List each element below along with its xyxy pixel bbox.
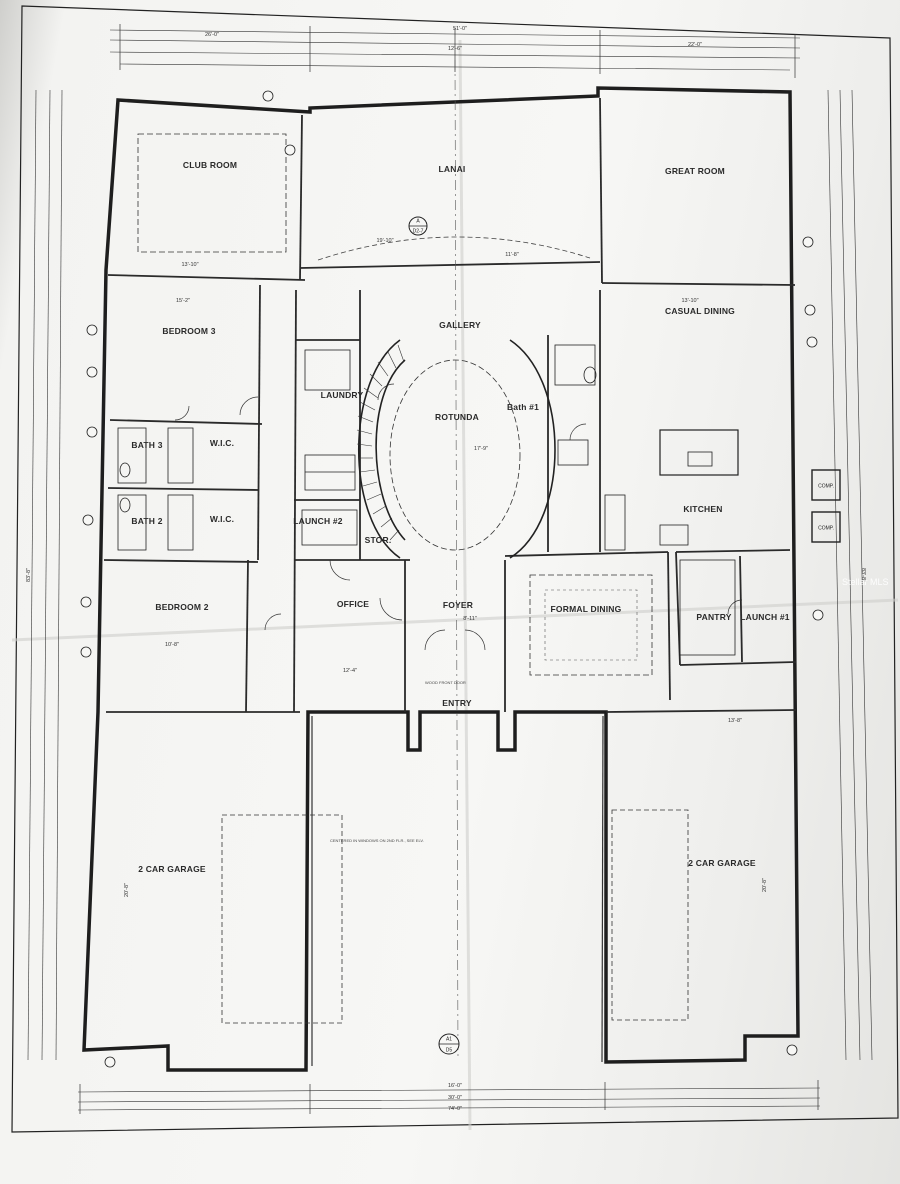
label-bedroom-2: BEDROOM 2 [155,602,208,612]
note-garage: CENTERED IN WINDOWS ON 2ND FLR., SEE ELV… [330,838,424,843]
rotunda-dome-line [389,359,521,551]
club-room-ceiling-line [137,133,287,253]
dim-bottom-center: 30'-0" [448,1095,462,1101]
kitchen-island [659,429,739,476]
comp-label-1: COMP. [818,483,834,489]
label-wic-bottom: W.I.C. [210,514,234,524]
label-launch-2: LAUNCH #2 [293,516,343,526]
label-bedroom-3: BEDROOM 3 [162,326,215,336]
label-casual-dining: CASUAL DINING [665,306,735,316]
lanai-center-axis [454,59,459,1061]
dim-bedroom2-width: 10'-8" [165,642,179,648]
dim-bottom-mid: 16'-0" [448,1083,462,1089]
garage-right-wall [601,715,604,1063]
kitchen-counter [604,494,626,551]
garage-right-door [611,809,689,1021]
dim-garage-left-depth: 20'-8" [124,883,130,897]
dim-lanai-right: 11'-8" [505,252,519,258]
dim-garage-right-depth: 20'-8" [762,878,768,892]
label-great-room: GREAT ROOM [665,166,725,176]
dim-lanai-width: 19'-10" [376,238,393,244]
dim-left-overall: 83'-8" [26,568,32,582]
label-bath-3: BATH 3 [131,440,162,450]
dimension-lines [27,29,873,1111]
label-garage-right: 2 CAR GARAGE [688,858,756,868]
laundry-built-ins [301,349,736,656]
watermark: Stellar MLS [842,574,898,595]
formal-dining-inner [544,589,638,661]
section-marker-top-ref: D2-7 [413,228,424,234]
label-launch-1: LAUNCH #1 [740,612,790,622]
label-office: OFFICE [337,599,369,609]
rotunda-stair [358,339,556,559]
label-stor: STOR. [365,535,392,545]
dim-casual-dining-width: 13'-10" [681,298,698,304]
dim-right-overall: 83'-8" [860,568,866,582]
section-marker-top [408,216,428,236]
dim-top-overall: 51'-0" [453,26,467,32]
label-formal-dining: FORMAL DINING [551,604,622,614]
label-pantry: PANTRY [696,612,731,622]
dim-bottom-overall: 74'-0" [448,1106,462,1112]
label-wic-top: W.I.C. [210,438,234,448]
sheet-border [11,5,899,1133]
label-kitchen: KITCHEN [683,504,722,514]
dim-club-room-width: 13'-10" [181,262,198,268]
comp-label-2: COMP. [818,525,834,531]
label-rotunda: ROTUNDA [435,412,479,422]
label-laundry: LAUNDRY [321,390,364,400]
label-garage-left: 2 CAR GARAGE [138,864,206,874]
fold-shadow [11,39,899,1131]
bath-fixtures [117,344,597,551]
label-foyer: FOYER [443,600,473,610]
label-entry: ENTRY [442,698,472,708]
label-club-room: CLUB ROOM [183,160,237,170]
dim-foyer-width: 8'-11" [463,616,477,622]
section-marker-top-num: A [416,218,420,224]
label-bath-2: BATH 2 [131,516,162,526]
note-entry: WOOD FRONT DOOR [425,680,466,685]
door-swings [174,383,743,651]
label-gallery: GALLERY [439,320,481,330]
section-marker-bottom-num: A1 [446,1036,452,1042]
section-marker-bottom [438,1033,460,1055]
dim-rotunda-depth: 17'-9" [474,446,488,452]
dim-bedroom3-width: 15'-2" [176,298,190,304]
window-tags [80,90,824,1068]
dim-top-center: 12'-6" [448,46,462,52]
compressor-pads [811,469,841,543]
label-bath-1: Bath #1 [507,402,539,412]
lanai-arch-line [317,236,591,261]
interior-walls [103,97,797,713]
formal-dining-tray [529,574,653,676]
dim-office-width: 12'-4" [343,668,357,674]
dim-top-right: 22'-0" [688,42,702,48]
section-marker-bottom-ref: D5 [446,1047,453,1053]
label-lanai: LANAI [439,164,466,174]
dimension-ticks [79,24,819,1114]
kitchen-sink [687,451,713,467]
stair-treads [356,344,405,541]
garage-left-door [221,814,343,1024]
watermark-text: Stellar MLS [842,577,889,587]
dim-top-left: 26'-0" [205,32,219,38]
cooktop [659,524,689,546]
dim-garage-right-width: 13'-8" [728,718,742,724]
exterior-walls [82,86,800,1072]
